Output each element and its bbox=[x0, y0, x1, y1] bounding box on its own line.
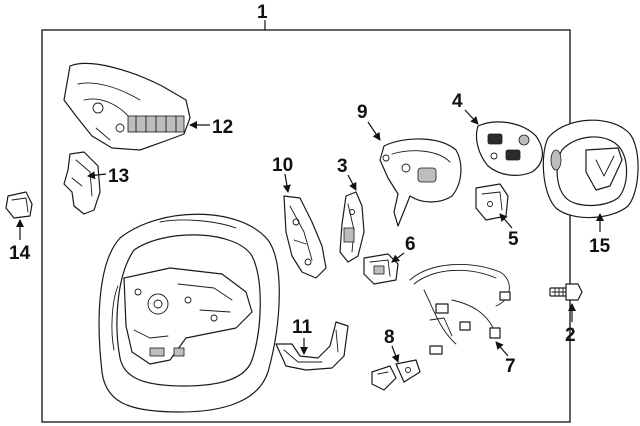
part-10-switch-bracket bbox=[283, 195, 327, 279]
part-2-bolt bbox=[549, 283, 583, 301]
callout-9: 9 bbox=[357, 102, 368, 123]
callout-7: 7 bbox=[505, 356, 516, 377]
part-7-wiring-harness bbox=[409, 263, 511, 355]
part-8-connector-set bbox=[371, 359, 421, 391]
callout-2: 2 bbox=[565, 325, 576, 346]
callout-14: 14 bbox=[9, 243, 31, 264]
callout-1: 1 bbox=[257, 2, 268, 23]
steering-wheel bbox=[98, 213, 280, 413]
part-12-upper-trim bbox=[63, 62, 191, 151]
callout-12: 12 bbox=[212, 117, 233, 138]
callout-8: 8 bbox=[384, 327, 395, 348]
callout-3: 3 bbox=[337, 156, 348, 177]
part-9-switch-bezel bbox=[379, 138, 462, 227]
part-3-switch-module bbox=[339, 191, 365, 263]
callout-4: 4 bbox=[452, 91, 463, 112]
callout-5: 5 bbox=[508, 229, 519, 250]
part-11-lower-trim bbox=[275, 321, 349, 371]
callout-15: 15 bbox=[589, 236, 611, 257]
part-5-bracket bbox=[475, 183, 509, 221]
assembly-frame bbox=[41, 20, 571, 423]
part-14-clip bbox=[5, 191, 33, 219]
part-15-airbag bbox=[542, 119, 639, 219]
part-4-switch-assembly bbox=[475, 121, 543, 176]
callout-10: 10 bbox=[272, 155, 293, 176]
part-6-connector bbox=[363, 253, 399, 285]
callout-11: 11 bbox=[292, 317, 313, 338]
part-13-lower-cover bbox=[63, 151, 101, 215]
callout-6: 6 bbox=[405, 234, 416, 255]
callout-13: 13 bbox=[108, 166, 129, 187]
